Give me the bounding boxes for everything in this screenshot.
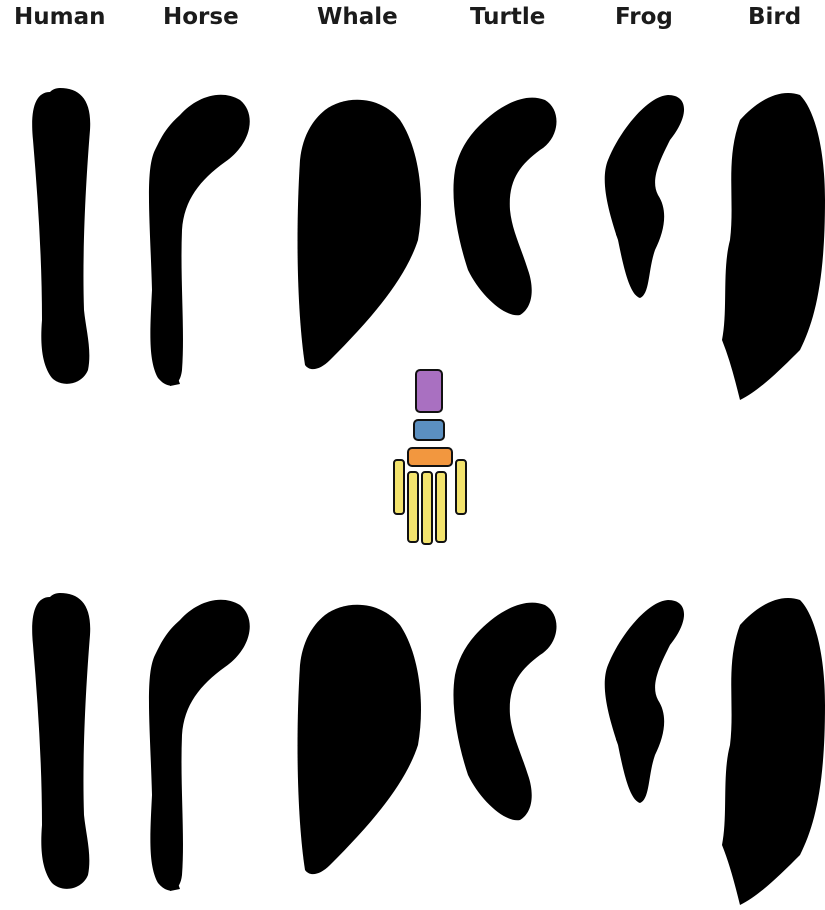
horse-leg-plain	[149, 95, 250, 386]
key-digit-1	[394, 460, 404, 514]
key-digit-3	[422, 472, 432, 544]
key-digit-4	[436, 472, 446, 542]
human-arm-colored	[32, 593, 90, 889]
bone-key	[394, 370, 466, 544]
key-humerus	[416, 370, 442, 412]
whale-flipper-plain	[298, 100, 421, 369]
turtle-limb-plain	[453, 98, 556, 316]
plain-limbs-row	[32, 88, 825, 400]
key-radius-ulna	[414, 420, 444, 440]
bird-wing-colored	[722, 598, 825, 905]
bird-wing-plain	[722, 93, 825, 400]
colored-limbs-row	[32, 593, 825, 905]
horse-leg-colored	[149, 600, 250, 891]
whale-flipper-colored	[298, 605, 421, 874]
frog-limb-colored	[605, 600, 684, 803]
human-arm-plain	[32, 88, 90, 384]
turtle-limb-colored	[453, 603, 556, 821]
frog-limb-plain	[605, 95, 684, 298]
key-digit-2	[408, 472, 418, 542]
key-digit-5	[456, 460, 466, 514]
key-carpals	[408, 448, 452, 466]
